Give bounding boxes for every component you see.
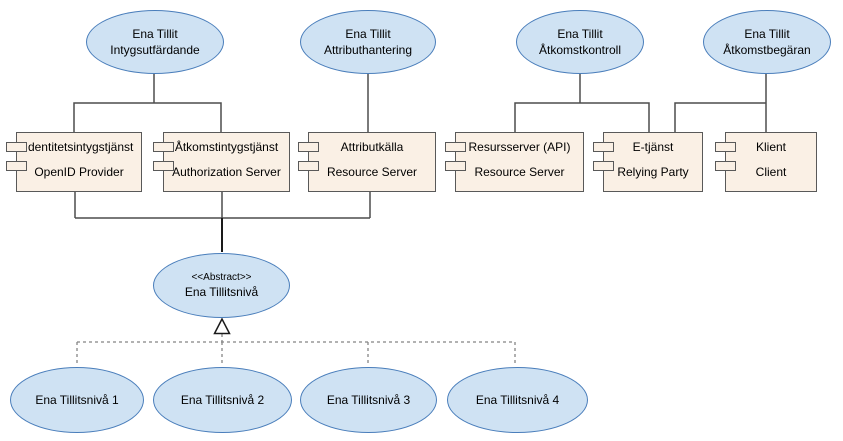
component-klient: Klient Client: [715, 132, 817, 192]
edge-intygsutfardande-branch: [73, 102, 222, 132]
connector-lines: [73, 74, 767, 219]
edge-levels-to-dashed-rail: [76, 342, 516, 366]
component-name: Resursserver (API): [468, 140, 571, 154]
component-alias: Resource Server: [474, 165, 565, 179]
interface-port-icon: [6, 142, 27, 152]
abstract-label: Ena Tillitsnivå: [184, 285, 259, 299]
component-name: Åtkomstintygstjänst: [174, 140, 279, 154]
trust-level-1: Ena Tillitsnivå 1: [10, 367, 144, 433]
component-alias: OpenID Provider: [34, 165, 124, 179]
use-case-label-line2: Intygsutfärdande: [110, 43, 200, 57]
interface-port-icon: [298, 142, 319, 152]
component-resursserver-api: Resursserver (API) Resource Server: [445, 132, 584, 192]
trust-level-label: Ena Tillitsnivå 1: [35, 393, 119, 407]
abstract-use-case-ena-tillitsniva: <<Abstract>> Ena Tillitsnivå: [153, 253, 290, 318]
edge-atkomstkontroll-branch: [514, 102, 650, 132]
trust-level-label: Ena Tillitsnivå 4: [475, 393, 560, 407]
use-case-label-line1: Ena Tillit: [345, 27, 391, 41]
edge-atkomstbegaran-branch: [674, 102, 766, 132]
component-alias: Relying Party: [617, 165, 689, 179]
interface-port-icon: [715, 142, 736, 152]
component-attributkalla: Attributkälla Resource Server: [298, 132, 436, 192]
use-case-label-line2: Attributhantering: [323, 43, 413, 57]
use-case-ena-tillit-attributhantering: Ena Tillit Attributhantering: [300, 10, 436, 74]
interface-port-icon: [153, 161, 174, 171]
component-alias: Authorization Server: [172, 165, 281, 179]
component-alias: Resource Server: [326, 165, 418, 179]
trust-level-label: Ena Tillitsnivå 2: [180, 393, 265, 407]
edge-components-to-rail: [74, 192, 371, 218]
interface-port-icon: [153, 142, 174, 152]
component-name: Identitetsintygstjänst: [24, 140, 134, 154]
trust-level-label: Ena Tillitsnivå 3: [326, 393, 411, 407]
trust-level-4: Ena Tillitsnivå 4: [447, 367, 588, 433]
component-name: E-tjänst: [632, 140, 674, 154]
use-case-label-line2: Åtkomstbegäran: [723, 43, 811, 57]
component-name: Klient: [755, 140, 787, 154]
use-case-label-line1: Ena Tillit: [132, 27, 178, 41]
use-case-label-line2: Åtkomstkontroll: [538, 43, 622, 57]
interface-port-icon: [593, 161, 614, 171]
component-identitetsintygstjanst: Identitetsintygstjänst OpenID Provider: [6, 132, 142, 192]
generalization-arrow-icon: [213, 317, 231, 335]
trust-level-3: Ena Tillitsnivå 3: [300, 367, 437, 433]
interface-port-icon: [298, 161, 319, 171]
component-etjanst: E-tjänst Relying Party: [593, 132, 703, 192]
stereotype-label: <<Abstract>>: [191, 272, 252, 283]
component-alias: Client: [755, 165, 787, 179]
use-case-ena-tillit-atkomstbegaran: Ena Tillit Åtkomstbegäran: [703, 10, 831, 74]
interface-port-icon: [6, 161, 27, 171]
use-case-label-line1: Ena Tillit: [557, 27, 603, 41]
component-atkomstintygstjanst: Åtkomstintygstjänst Authorization Server: [153, 132, 290, 192]
dashed-generalization-lines: [76, 334, 516, 366]
interface-port-icon: [445, 161, 466, 171]
use-case-label-line1: Ena Tillit: [744, 27, 790, 41]
trust-level-2: Ena Tillitsnivå 2: [153, 367, 292, 433]
interface-port-icon: [445, 142, 466, 152]
use-case-ena-tillit-intygsutfardande: Ena Tillit Intygsutfärdande: [86, 10, 224, 74]
use-case-ena-tillit-atkomstkontroll: Ena Tillit Åtkomstkontroll: [516, 10, 644, 74]
component-name: Attributkälla: [340, 140, 404, 154]
interface-port-icon: [593, 142, 614, 152]
interface-port-icon: [715, 161, 736, 171]
